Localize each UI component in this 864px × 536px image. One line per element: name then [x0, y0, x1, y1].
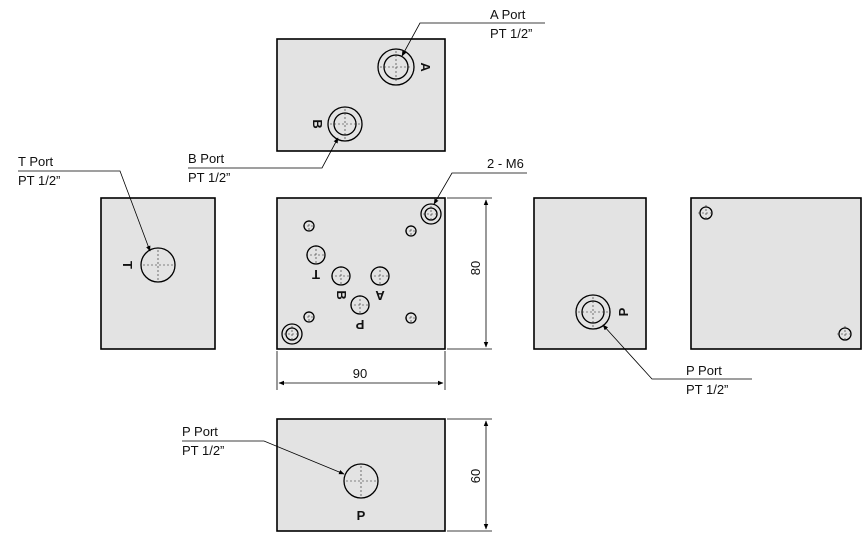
- right-view-face: [533, 197, 647, 350]
- bottom-p-port: [343, 463, 379, 499]
- screw-hole: [303, 311, 315, 323]
- back-view: [690, 197, 862, 350]
- t-port-spec: PT 1/2”: [18, 173, 60, 188]
- m6-callout: 2 - M6: [433, 156, 527, 205]
- top-view: A B: [276, 38, 446, 152]
- center-t-port: [306, 245, 326, 265]
- dimension-height: 80: [447, 197, 492, 350]
- t-port-name: T Port: [18, 154, 54, 169]
- m6-hole-top-right: [420, 203, 442, 225]
- center-t-letter: T: [312, 267, 320, 282]
- a-port-spec: PT 1/2”: [490, 26, 532, 41]
- p-port-bottom-name: P Port: [182, 424, 218, 439]
- screw-hole: [405, 225, 417, 237]
- center-p-letter: P: [355, 317, 364, 332]
- center-b-port: [331, 266, 351, 286]
- center-p-port: [350, 295, 370, 315]
- dimension-depth-value: 60: [468, 469, 483, 483]
- m6-label: 2 - M6: [487, 156, 524, 171]
- back-hole-top-left: [698, 205, 714, 221]
- left-t-port: [140, 247, 176, 283]
- t-port-callout: T Port PT 1/2”: [18, 154, 151, 252]
- b-port-callout: B Port PT 1/2”: [188, 137, 339, 185]
- center-a-port: [370, 266, 390, 286]
- left-view-face: [100, 197, 216, 350]
- screw-hole: [303, 220, 315, 232]
- left-t-letter: T: [120, 261, 135, 269]
- bottom-view: P: [276, 418, 446, 532]
- back-hole-bottom-right: [837, 326, 853, 342]
- left-view: T: [100, 197, 216, 350]
- p-port-right-callout: P Port PT 1/2”: [602, 324, 752, 397]
- center-view: T B A P: [276, 197, 446, 350]
- back-view-face: [690, 197, 862, 350]
- p-port-bottom-spec: PT 1/2”: [182, 443, 224, 458]
- top-view-face: [276, 38, 446, 152]
- m6-hole-bottom-left: [281, 323, 303, 345]
- top-b-port: [327, 106, 363, 142]
- p-port-bottom-callout: P Port PT 1/2”: [182, 424, 345, 475]
- right-p-port: [575, 294, 611, 330]
- p-port-right-name: P Port: [686, 363, 722, 378]
- dimension-width-value: 90: [353, 366, 367, 381]
- right-view: P: [533, 197, 647, 350]
- top-a-port: [377, 48, 415, 86]
- right-p-letter: P: [616, 307, 631, 316]
- b-port-spec: PT 1/2”: [188, 170, 230, 185]
- dimension-depth: 60: [447, 418, 492, 532]
- dimension-width: 90: [276, 351, 446, 390]
- center-b-letter: B: [334, 290, 349, 299]
- screw-hole: [405, 312, 417, 324]
- p-port-right-spec: PT 1/2”: [686, 382, 728, 397]
- top-a-letter: A: [418, 62, 433, 72]
- a-port-callout: A Port PT 1/2”: [401, 7, 545, 57]
- bottom-p-letter: P: [357, 508, 366, 523]
- dimension-height-value: 80: [468, 261, 483, 275]
- a-port-name: A Port: [490, 7, 526, 22]
- top-b-letter: B: [310, 119, 325, 128]
- b-port-name: B Port: [188, 151, 225, 166]
- center-a-letter: A: [375, 288, 385, 303]
